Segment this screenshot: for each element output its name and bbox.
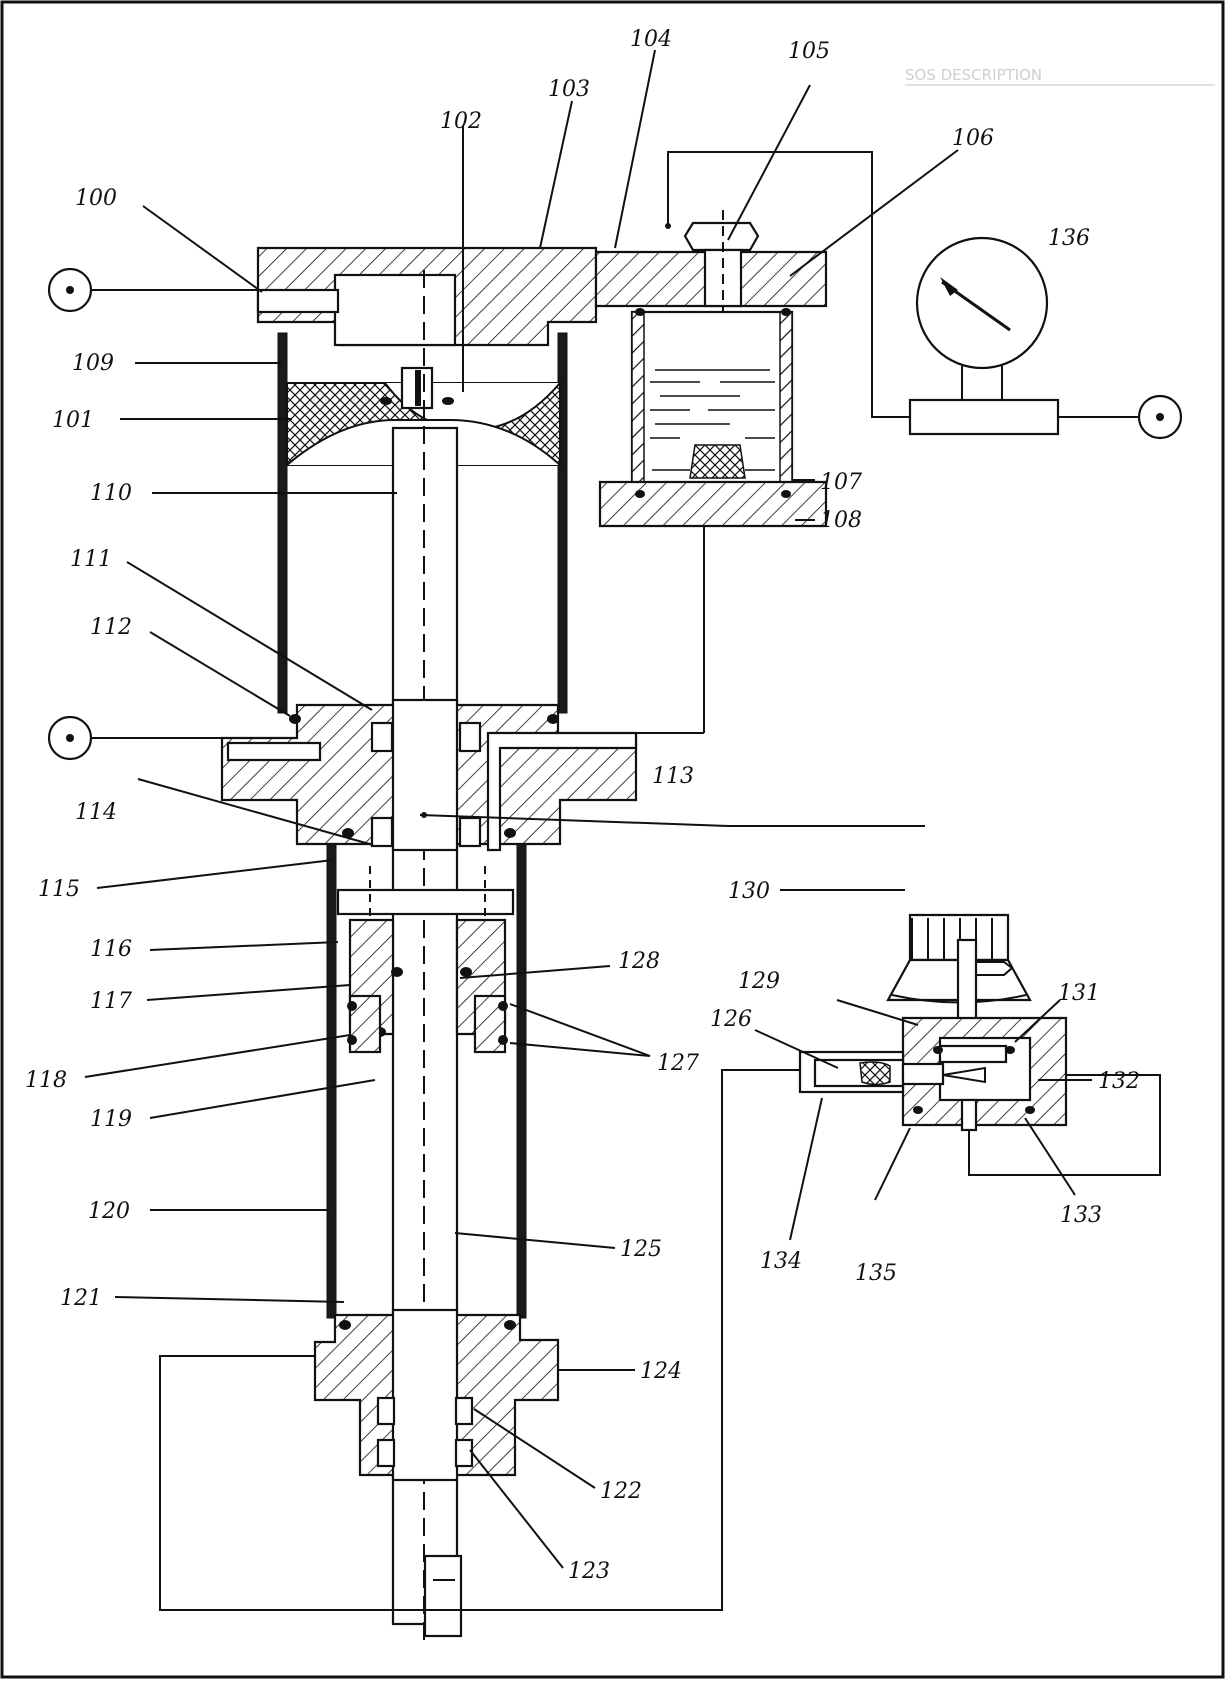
label-124: 124 [640,1359,682,1384]
fluid-lines [650,369,775,471]
label-122: 122 [600,1479,642,1504]
label-131: 131 [1058,981,1100,1006]
label-121: 121 [60,1286,102,1311]
label-107: 107 [820,470,862,495]
label-116: 116 [90,937,132,962]
label-102: 102 [440,109,482,134]
label-119: 119 [90,1107,132,1132]
label-114: 114 [75,800,117,825]
label-103: 103 [548,77,590,102]
label-108: 108 [820,508,862,533]
label-130: 130 [728,879,770,904]
wall-right-lower [516,843,527,1319]
label-105: 105 [788,39,830,64]
label-134: 134 [760,1249,802,1274]
label-128: 128 [618,949,660,974]
bolt-head [683,221,760,252]
label-106: 106 [952,126,994,151]
label-117: 117 [90,989,132,1014]
label-135: 135 [855,1261,897,1286]
label-123: 123 [568,1559,610,1584]
label-118: 118 [25,1068,67,1093]
label-111: 111 [70,547,112,572]
top-head-cavity [333,273,457,347]
rod-tip [423,1554,463,1638]
reference-labels: 100 101 102 103 104 105 106 107 108 109 … [25,27,1140,1584]
label-132: 132 [1098,1069,1140,1094]
label-112: 112 [90,615,132,640]
reservoir-base-108 [598,480,828,528]
label-101: 101 [52,408,94,433]
wall-left-upper [277,332,288,714]
label-133: 133 [1060,1203,1102,1228]
label-110: 110 [90,481,132,506]
label-109: 109 [72,351,114,376]
wall-left-lower [326,843,337,1319]
label-127: 127 [657,1051,699,1076]
label-104: 104 [630,27,672,52]
disk-116 [336,888,515,916]
gauge-fitting [908,398,1060,436]
wall-right-upper [557,332,568,714]
label-126: 126 [710,1007,752,1032]
label-115: 115 [38,877,80,902]
port-100 [256,288,340,314]
label-113: 113 [652,764,694,789]
label-120: 120 [88,1199,130,1224]
label-100: 100 [75,186,117,211]
label-136: 136 [1048,226,1090,251]
label-129: 129 [738,969,780,994]
leader-lines [84,49,1092,1569]
label-125: 125 [620,1237,662,1262]
pressure-gauge [915,236,1049,370]
background-header: SOS DESCRIPTION [905,66,1042,84]
